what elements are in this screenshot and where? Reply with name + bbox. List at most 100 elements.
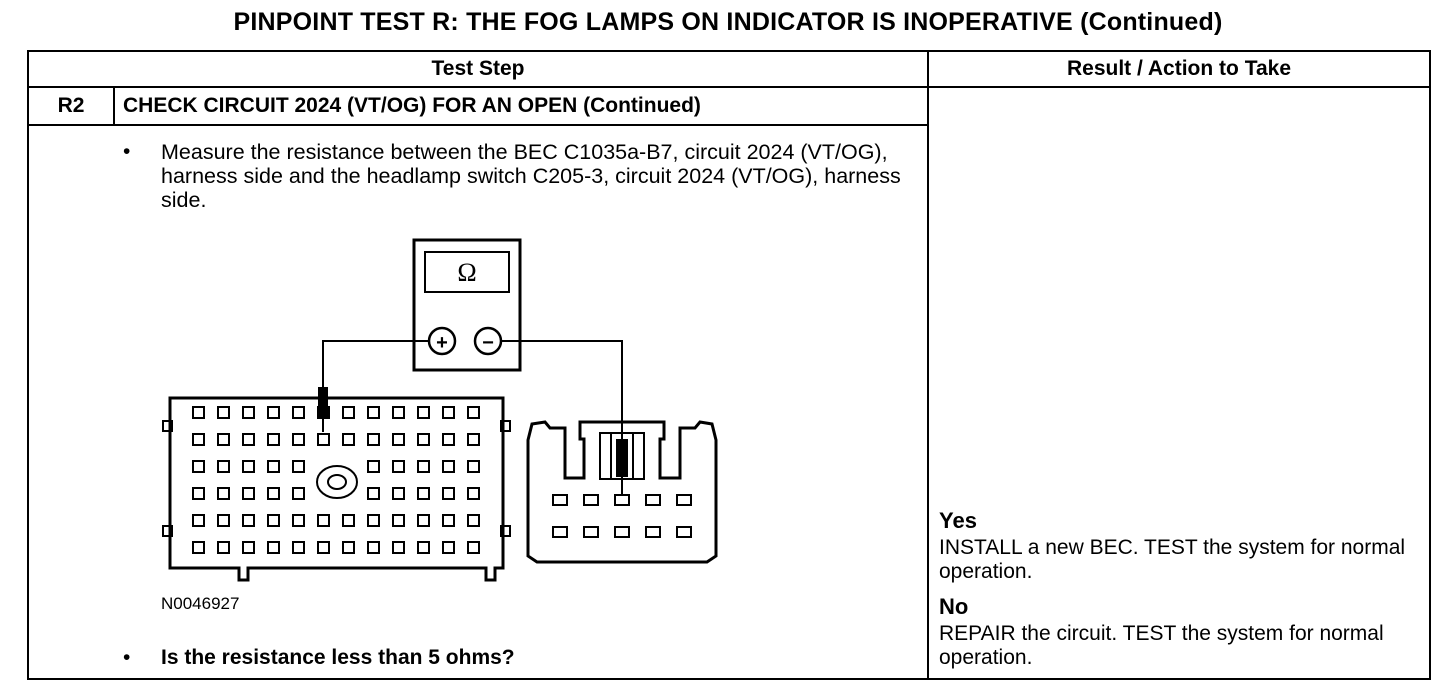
bec-pin-cavity [217, 514, 230, 527]
bec-pin-cavity [317, 514, 330, 527]
switch-pin-cavity [645, 494, 661, 506]
step-id-divider [113, 88, 115, 124]
bec-pin-cavity [342, 433, 355, 446]
bec-pin-cavity [367, 514, 380, 527]
switch-pin-cavity [583, 526, 599, 538]
bec-pin-cavity [367, 433, 380, 446]
bec-pin-cavity [467, 460, 480, 473]
bec-pin-cavity [292, 514, 305, 527]
bec-pin-cavity [417, 406, 430, 419]
bec-probe [318, 387, 328, 432]
bec-pin-cavity [392, 541, 405, 554]
bec-pin-cavity [417, 487, 430, 500]
header-test-step: Test Step [431, 57, 525, 80]
bec-pin-cavity [442, 487, 455, 500]
step-id: R2 [57, 94, 85, 117]
bec-pin-cavity [292, 460, 305, 473]
bec-pin-cavity [267, 487, 280, 500]
bec-pin-cavity [417, 433, 430, 446]
bec-pin-cavity [367, 460, 380, 473]
bec-pin-cavity [442, 460, 455, 473]
bec-pin-cavity [392, 433, 405, 446]
result-yes-heading: Yes [939, 508, 977, 533]
bec-pin-cavity [467, 487, 480, 500]
bec-pin-cavity [267, 541, 280, 554]
bec-pin-cavity [467, 541, 480, 554]
question-text: Is the resistance less than 5 ohms? [161, 646, 515, 669]
question-bullet: • [123, 646, 131, 669]
pinpoint-test-table: Test Step Result / Action to Take R2 CHE… [27, 50, 1431, 680]
bec-pin-cavity [392, 406, 405, 419]
bec-pin-cavity [192, 460, 205, 473]
switch-pin-cavity [552, 526, 568, 538]
bec-pin-cavity [292, 433, 305, 446]
bec-pin-cavity [442, 433, 455, 446]
switch-probe [616, 439, 628, 494]
bec-pin-cavity [242, 406, 255, 419]
switch-pin-cavity [676, 526, 692, 538]
bec-pin-cavity [242, 460, 255, 473]
bec-pin-cavity [217, 541, 230, 554]
bec-pin-cavity [392, 460, 405, 473]
bec-pin-cavity [417, 460, 430, 473]
bec-pin-cavity [392, 487, 405, 500]
bec-pin-cavity [242, 514, 255, 527]
bec-pin-cavity [192, 514, 205, 527]
bec-pin-cavity [342, 514, 355, 527]
bec-pin-cavity [342, 541, 355, 554]
switch-pin-cavity [676, 494, 692, 506]
bec-pin-cavity [267, 460, 280, 473]
bec-pin-cavity [267, 514, 280, 527]
bec-pin-cavity [242, 541, 255, 554]
step-id-underline [29, 124, 113, 126]
bec-pin-cavity [192, 433, 205, 446]
test-leads [322, 340, 623, 440]
switch-pin-cavity [583, 494, 599, 506]
switch-pin-cavity [552, 494, 568, 506]
bec-pin-cavity [292, 406, 305, 419]
bec-pin-cavity [367, 541, 380, 554]
bec-pin-cavity [292, 487, 305, 500]
bec-pin-cavity [342, 406, 355, 419]
bec-pin-cavity [242, 487, 255, 500]
result-no-action: REPAIR the circuit. TEST the system for … [939, 622, 1384, 669]
instruction-text: Measure the resistance between the BEC C… [161, 140, 901, 212]
bec-pin-cavity [367, 406, 380, 419]
bec-pin-cavity [367, 487, 380, 500]
header-divider [29, 86, 1429, 88]
bec-pin-cavity [217, 460, 230, 473]
bec-pin-cavity [267, 433, 280, 446]
bec-pin-cavity [467, 433, 480, 446]
bec-pin-cavity [442, 514, 455, 527]
headlamp-switch-pins [552, 494, 692, 538]
bec-pin-cavity [192, 406, 205, 419]
bec-pin-cavity [317, 433, 330, 446]
bec-pin-cavity [242, 433, 255, 446]
result-yes-action: INSTALL a new BEC. TEST the system for n… [939, 536, 1406, 583]
figure-id: N0046927 [161, 594, 240, 613]
instruction-bullet: • [123, 140, 131, 163]
header-result-action: Result / Action to Take [1066, 57, 1292, 80]
bec-pin-cavity [217, 406, 230, 419]
result-no-heading: No [939, 594, 969, 619]
bec-connector [162, 396, 511, 582]
step-title: CHECK CIRCUIT 2024 (VT/OG) FOR AN OPEN (… [123, 94, 701, 117]
switch-pin-cavity [645, 526, 661, 538]
page-title: PINPOINT TEST R: THE FOG LAMPS ON INDICA… [233, 8, 1223, 36]
bec-pin-cavity [217, 433, 230, 446]
column-divider [927, 52, 929, 678]
bec-pins [192, 406, 480, 554]
bec-pin-cavity [467, 514, 480, 527]
bec-pin-cavity [267, 406, 280, 419]
ohm-icon: Ω [457, 258, 476, 287]
switch-pin-cavity [614, 494, 630, 506]
bec-pin-cavity [292, 541, 305, 554]
bec-pin-cavity [192, 487, 205, 500]
bec-pin-cavity [442, 541, 455, 554]
minus-terminal-icon: − [482, 332, 494, 354]
bec-pin-cavity [417, 541, 430, 554]
bec-pin-cavity [442, 406, 455, 419]
bec-pin-cavity [217, 487, 230, 500]
bec-pin-cavity [467, 406, 480, 419]
